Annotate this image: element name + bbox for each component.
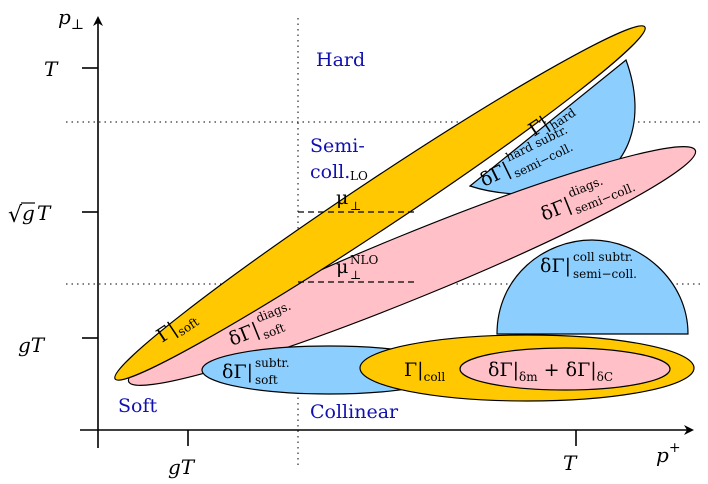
x-tick-label-gT: gT <box>168 455 196 479</box>
region-label-collinear: Collinear <box>310 401 399 423</box>
y-axis-label: p⊥ <box>58 5 84 33</box>
label-dgamma-dm-dc: δΓ|δm + δΓ|δC <box>488 359 613 384</box>
region-label-soft: Soft <box>118 395 157 417</box>
pink-ellipse-dm-dc <box>459 347 671 391</box>
svg-text:soft: soft <box>255 373 278 387</box>
svg-text:μ: μ <box>336 256 348 278</box>
x-tick-label-T: T <box>563 451 578 475</box>
svg-text:δΓ|: δΓ| <box>540 255 571 277</box>
label-mu-nlo: μ NLO ⊥ <box>336 253 378 282</box>
svg-text:NLO: NLO <box>350 253 378 267</box>
pink-ellipse-semi-coll <box>127 146 697 386</box>
label-dgamma-coll-subtr: δΓ| coll subtr. semi−coll. <box>540 250 637 281</box>
svg-text:μ: μ <box>336 187 348 209</box>
svg-text:δΓ|: δΓ| <box>222 361 253 383</box>
region-label-hard: Hard <box>316 49 365 71</box>
blue-region-coll-subtr <box>496 239 689 335</box>
svg-text:⊥: ⊥ <box>350 199 361 213</box>
region-label-semi-1: Semi- <box>310 135 365 157</box>
region-label-semi-2: coll. <box>310 161 350 183</box>
svg-text:semi−coll.: semi−coll. <box>573 267 637 281</box>
y-tick-label-gT: gT <box>18 333 46 357</box>
x-axis-label: p+ <box>656 440 681 467</box>
svg-text:⊥: ⊥ <box>350 268 361 282</box>
y-tick-label-sqrtgT: √ g T <box>8 201 52 228</box>
svg-text:subtr.: subtr. <box>255 356 290 370</box>
y-tick-label-T: T <box>44 57 59 81</box>
label-dgamma-soft-subtr: δΓ| subtr. soft <box>222 356 290 387</box>
yellow-ellipse-hard-soft <box>114 25 646 381</box>
svg-text:√: √ <box>8 203 23 228</box>
label-mu-lo: μ LO ⊥ <box>336 169 368 213</box>
svg-text:coll subtr.: coll subtr. <box>573 250 633 264</box>
svg-text:T: T <box>37 201 52 225</box>
label-gamma-coll: Γ|coll <box>404 359 445 384</box>
svg-text:g: g <box>22 201 35 225</box>
svg-text:LO: LO <box>350 169 368 183</box>
